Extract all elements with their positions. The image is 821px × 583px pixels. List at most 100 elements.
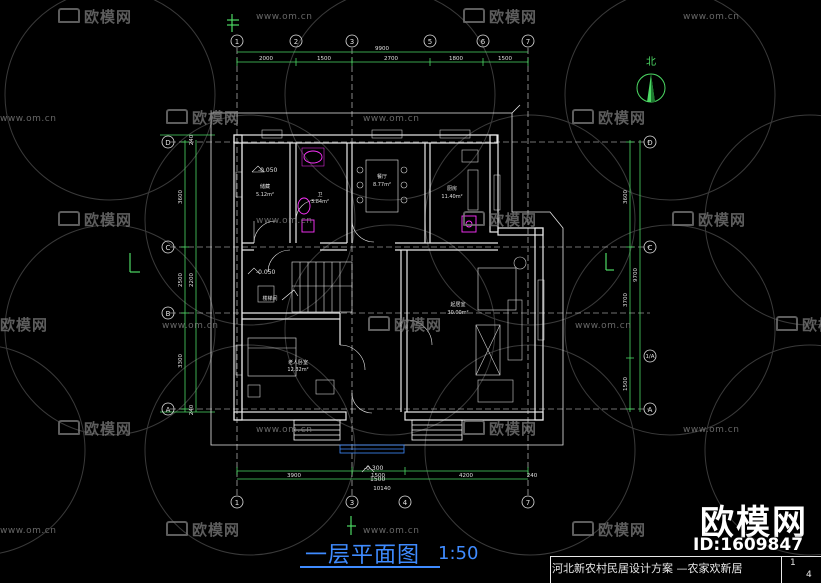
watermark-logo: 欧模网 [463,209,537,230]
room-labels: 储藏 5.12m² 卫 3.84m² 餐厅 8.77m² 厨房 11.40m² … [256,173,469,373]
dim-left-inner: 2200 [189,273,195,287]
windows [235,129,545,376]
watermark-text: 欧模网 [192,521,241,539]
axis-label-bottom: 4 [403,499,408,507]
watermark-url: www.om.cn [575,321,632,331]
sofa-icon [776,316,798,331]
dim-bottom-part: 3900 [287,473,301,479]
axis-label-bottom: 3 [350,499,354,507]
dim-bottom-part: 240 [527,473,538,479]
axis-label-top: 6 [481,38,486,46]
watermark-text: 欧模网 [0,316,49,334]
level-label: -0.050 [258,167,278,174]
watermark-text: 欧模网 [598,109,647,127]
axis-label-right: D [647,139,652,147]
dim-top-part: 1800 [449,56,463,62]
watermark-text: 欧模网 [698,211,747,229]
dimension-labels: 9900 2000 1500 2700 1800 1500 3900 1500 … [178,46,639,492]
level-label: -0.050 [256,269,276,276]
level-label: -0.300 [364,465,384,472]
sofa-icon [572,521,594,536]
axis-label-bottom: 7 [526,499,530,507]
watermark-logo: 欧模网 [166,107,240,128]
watermark-logo: 欧模网 [463,6,537,27]
watermark-logo: 欧模网 [58,6,132,27]
sofa-icon [672,211,694,226]
watermark-logo: 欧模网 [776,314,821,335]
level-markers: -0.050 -0.050 -0.300 1500 [247,165,385,483]
watermark-logo: 欧模网 [166,519,240,540]
window-sills [293,419,463,441]
section-markers [129,14,614,535]
room-label: 起居室 [450,301,465,308]
axis-label-top: 5 [428,38,432,46]
dimension-lines [160,51,641,480]
axis-bubble-labels: 1 2 3 5 6 7 1 3 4 7 D C B A D C 1/A A [165,38,654,507]
sofa-icon [166,109,188,124]
watermark-text: 欧模网 [489,211,538,229]
watermark-text: 欧模网 [802,316,821,334]
dim-top-part: 1500 [498,56,512,62]
dim-right-part: 1500 [623,377,629,391]
sofa-icon [463,8,485,23]
watermark-logo: 欧模网 [0,314,48,335]
watermark-url: www.om.cn [363,526,420,536]
watermark-logo: 欧模网 [672,209,746,230]
room-label: 楼梯间 [262,295,277,302]
sofa-icon [58,420,80,435]
watermark-text: 欧模网 [489,420,538,438]
axis-bubbles [161,34,657,509]
dim-right-part: 3600 [623,190,629,204]
sofa-icon [58,8,80,23]
sofa-icon [463,420,485,435]
brand-id: ID:1609847 [693,535,804,555]
axis-label-top: 7 [526,38,530,46]
dim-right-part: 3700 [623,293,629,307]
watermark-logo: 欧模网 [58,418,132,439]
watermark-text: 欧模网 [192,109,241,127]
dim-bottom-part: 1500 [371,473,385,479]
watermark-logo: 欧模网 [572,519,646,540]
watermark-url: www.om.cn [256,425,313,435]
watermark-url: www.om.cn [256,216,313,226]
room-area: 12.32m² [287,367,308,373]
dim-top-total: 9900 [375,46,389,52]
axis-lines [170,48,650,498]
sofa-icon [58,211,80,226]
dim-top-part: 2000 [259,56,273,62]
room-label: 餐厅 [377,173,387,180]
sofa-icon [572,109,594,124]
sheet-total: 4 [806,570,812,580]
watermark-logo: 欧模网 [368,314,442,335]
watermark-text: 欧模网 [84,420,133,438]
drawing-title: 一层平面图 [305,543,421,568]
watermark-logo: 欧模网 [463,418,537,439]
dim-bottom-total: 10140 [373,486,391,492]
dim-left-outer: 3300 [178,354,184,368]
north-compass: 北 [636,56,666,103]
watermark-url: www.om.cn [683,12,740,22]
axis-label-left: C [166,244,171,252]
eave-outline [210,104,564,446]
dim-left-inner: 240 [189,134,195,145]
watermark-url: www.om.cn [0,114,57,124]
room-label: 老人卧室 [288,359,308,366]
watermark-logo: 欧模网 [58,209,132,230]
dim-left-outer: 3600 [178,190,184,204]
sofa-icon [368,316,390,331]
room-area: 8.77m² [373,182,391,188]
axis-label-top: 3 [350,38,354,46]
door-swings [253,199,433,414]
level-label: 1500 [370,476,385,483]
room-area: 30.00m² [447,310,468,316]
sofa-icon [463,211,485,226]
axis-label-top: 2 [294,38,298,46]
entrance-steps [339,444,405,454]
dim-left-inner: 240 [189,404,195,415]
project-name: 河北新农村民居设计方案 —农家欢新居 [552,562,743,575]
room-area: 5.12m² [256,192,274,198]
watermark-url: www.om.cn [256,12,313,22]
axis-label-left: A [166,406,171,414]
dimension-ticks [181,58,634,475]
